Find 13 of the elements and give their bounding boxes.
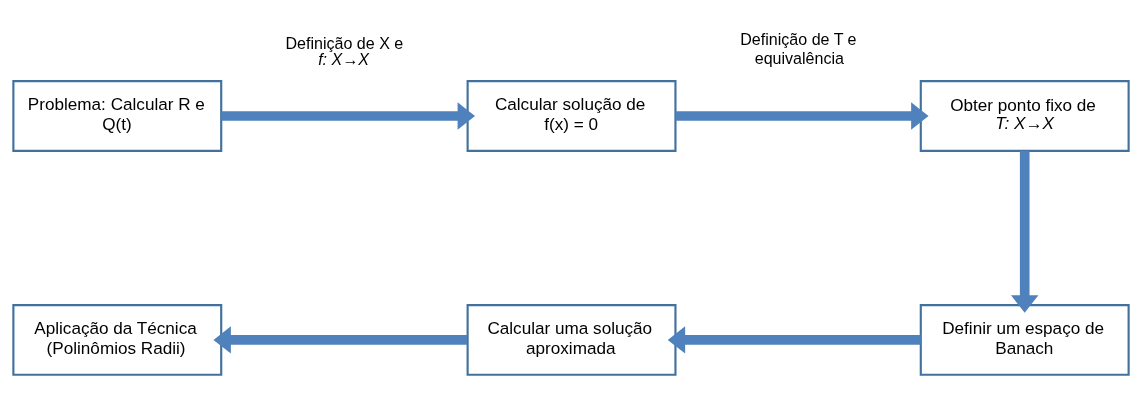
- node-box: Calcular uma solução aproximada: [466, 304, 677, 376]
- node-box: Definir um espaço de Banach: [919, 304, 1130, 376]
- edge-label: Definição de X e f: X→X: [285, 33, 404, 68]
- node-box: Problema: Calcular R e Q(t): [12, 80, 223, 152]
- arrow: [213, 326, 468, 354]
- node-box: Aplicação da Técnica (Polinômios Radii): [12, 304, 223, 376]
- arrow: [667, 326, 921, 354]
- node-box: Obter ponto fixo de T: X→X: [919, 80, 1130, 152]
- arrow: [675, 102, 929, 130]
- arrow: [1011, 151, 1039, 313]
- node-box: Calcular solução de f(x) = 0: [466, 80, 677, 152]
- edge-label: Definição de T e equivalência: [740, 30, 857, 67]
- arrow: [221, 102, 476, 130]
